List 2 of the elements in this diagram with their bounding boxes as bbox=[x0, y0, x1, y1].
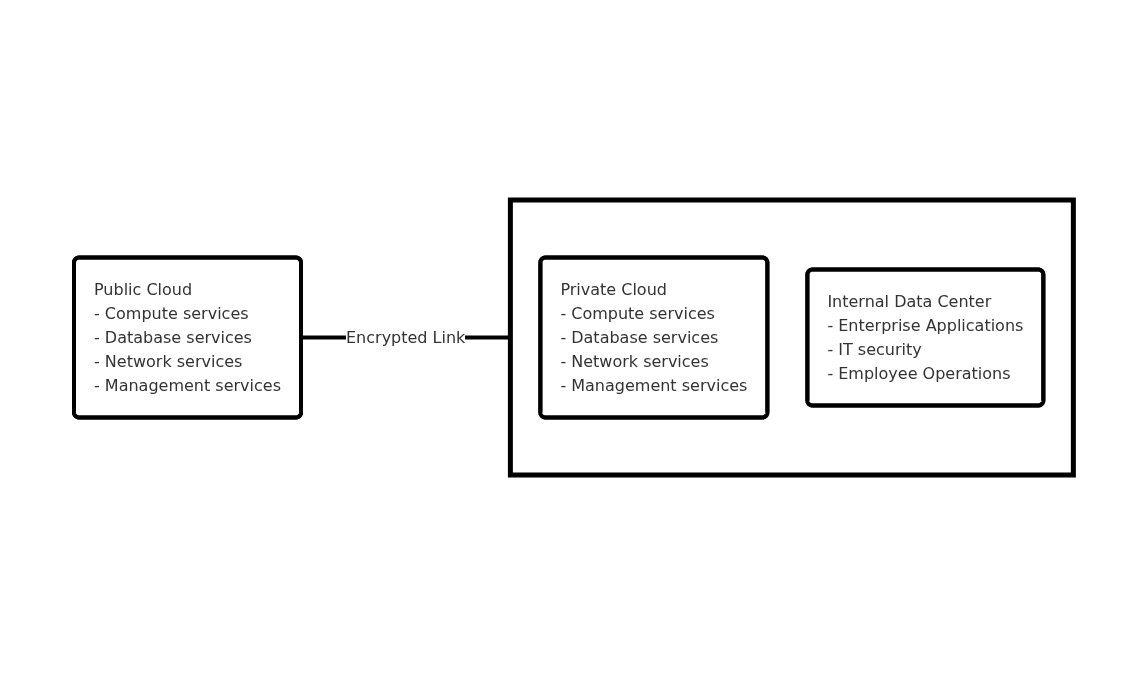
cluster bbox=[507, 197, 1076, 477]
edge-label: Encrypted Link bbox=[345, 327, 466, 346]
